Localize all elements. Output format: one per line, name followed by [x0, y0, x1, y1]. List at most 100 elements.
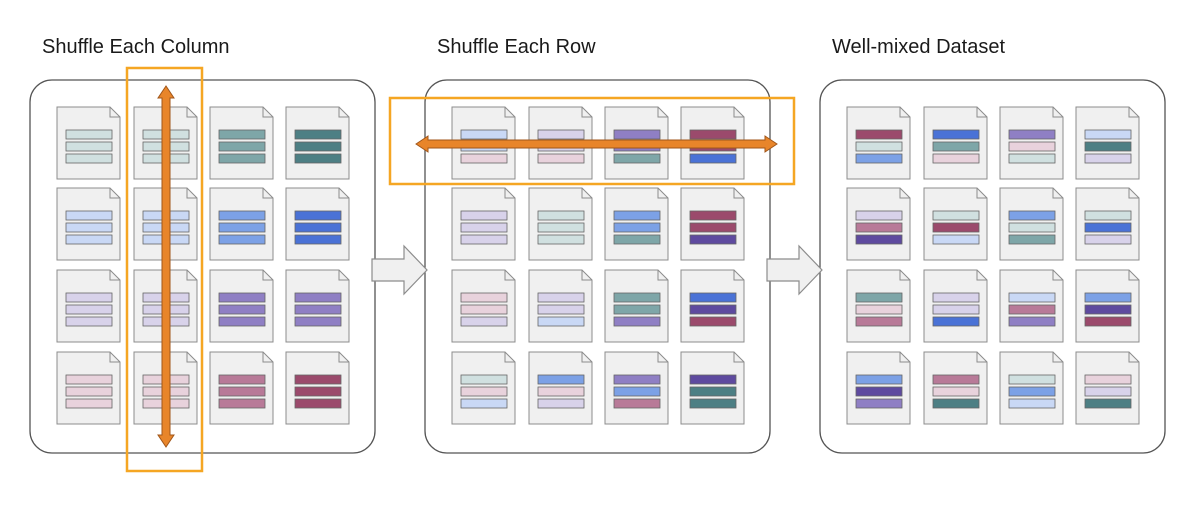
- document-fold: [109, 352, 120, 363]
- document-bar: [65, 292, 113, 303]
- flow-arrow-1: [371, 244, 428, 296]
- document-bar: [65, 304, 113, 315]
- document-bar: [1008, 234, 1056, 245]
- document-fold: [657, 270, 668, 281]
- document-fold: [262, 188, 273, 199]
- document-icon: [1075, 351, 1140, 425]
- document-fold: [976, 107, 987, 118]
- document-fold: [109, 270, 120, 281]
- document-bar: [294, 141, 342, 152]
- document-bar: [65, 129, 113, 140]
- document-bar: [65, 153, 113, 164]
- document-icon: [528, 351, 593, 425]
- document-bar: [1084, 386, 1132, 397]
- document-fold: [1128, 352, 1139, 363]
- document-fold: [733, 107, 744, 118]
- document-fold: [186, 188, 197, 199]
- document-bar: [1084, 234, 1132, 245]
- document-bar: [460, 374, 508, 385]
- document-bar: [1084, 316, 1132, 327]
- document-fold: [186, 270, 197, 281]
- document-bar: [537, 153, 585, 164]
- document-fold: [504, 352, 515, 363]
- panel-title-well-mixed: Well-mixed Dataset: [832, 36, 1006, 58]
- document-fold: [899, 188, 910, 199]
- document-bar: [218, 304, 266, 315]
- document-bar: [855, 316, 903, 327]
- document-bar: [218, 398, 266, 409]
- document-icon: [528, 187, 593, 261]
- document-bar: [855, 304, 903, 315]
- document-bar: [689, 316, 737, 327]
- document-fold: [186, 107, 197, 118]
- document-bar: [65, 141, 113, 152]
- panel-3: [819, 79, 1166, 454]
- document-icon: [604, 269, 669, 343]
- document-bar: [294, 129, 342, 140]
- document-bar: [932, 129, 980, 140]
- document-fold: [262, 352, 273, 363]
- document-icon: [846, 187, 911, 261]
- document-fold: [1128, 188, 1139, 199]
- document-icon: [680, 351, 745, 425]
- flow-arrow-2: [766, 244, 823, 296]
- document-bar: [613, 292, 661, 303]
- document-bar: [689, 304, 737, 315]
- document-fold: [733, 188, 744, 199]
- document-fold: [338, 352, 349, 363]
- document-bar: [613, 316, 661, 327]
- document-bar: [1008, 304, 1056, 315]
- document-fold: [657, 352, 668, 363]
- document-bar: [1084, 398, 1132, 409]
- document-bar: [460, 316, 508, 327]
- document-icon: [999, 269, 1064, 343]
- document-bar: [460, 210, 508, 221]
- document-bar: [1084, 153, 1132, 164]
- document-icon: [451, 269, 516, 343]
- document-fold: [262, 107, 273, 118]
- document-bar: [460, 386, 508, 397]
- document-icon: [999, 351, 1064, 425]
- document-icon: [923, 187, 988, 261]
- document-bar: [294, 316, 342, 327]
- document-bar: [460, 129, 508, 140]
- document-icon: [999, 106, 1064, 180]
- document-icon: [604, 351, 669, 425]
- document-bar: [294, 398, 342, 409]
- document-icon: [680, 269, 745, 343]
- document-bar: [855, 129, 903, 140]
- document-fold: [657, 107, 668, 118]
- document-bar: [613, 153, 661, 164]
- document-icon: [846, 106, 911, 180]
- document-bar: [689, 210, 737, 221]
- document-bar: [65, 234, 113, 245]
- document-bar: [855, 374, 903, 385]
- document-bar: [460, 153, 508, 164]
- document-bar: [65, 386, 113, 397]
- document-bar: [932, 222, 980, 233]
- document-bar: [460, 234, 508, 245]
- document-bar: [855, 141, 903, 152]
- document-bar: [1008, 292, 1056, 303]
- document-bar: [855, 153, 903, 164]
- document-bar: [855, 234, 903, 245]
- document-bar: [613, 398, 661, 409]
- document-icon: [285, 269, 350, 343]
- document-bar: [65, 210, 113, 221]
- document-fold: [733, 352, 744, 363]
- document-bar: [537, 304, 585, 315]
- document-bar: [537, 234, 585, 245]
- document-icon: [923, 269, 988, 343]
- document-bar: [1084, 141, 1132, 152]
- document-icon: [209, 269, 274, 343]
- document-fold: [1052, 352, 1063, 363]
- document-bar: [537, 316, 585, 327]
- document-bar: [932, 386, 980, 397]
- document-bar: [1008, 374, 1056, 385]
- document-bar: [218, 292, 266, 303]
- document-fold: [581, 270, 592, 281]
- document-bar: [537, 210, 585, 221]
- document-bar: [218, 141, 266, 152]
- document-icon: [56, 187, 121, 261]
